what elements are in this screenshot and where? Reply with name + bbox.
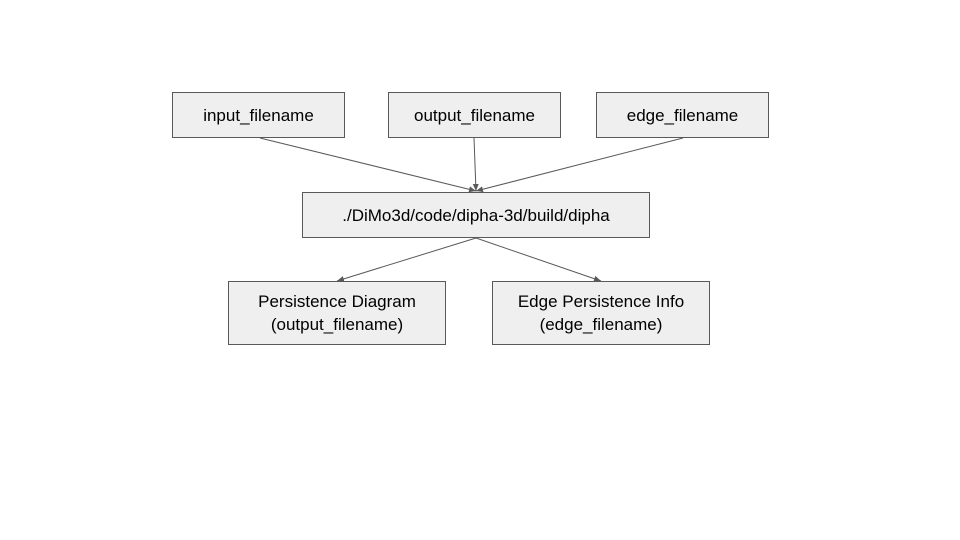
edge-arrow-input-to-dipha xyxy=(259,137,477,193)
dipha-executable-node: ./DiMo3d/code/dipha-3d/build/dipha xyxy=(302,192,650,238)
edge-arrow-dipha-to-edge-persistence-info xyxy=(475,237,602,282)
persistence-diagram-filename: (output_filename) xyxy=(270,315,404,334)
edge-arrow-edge-to-dipha xyxy=(475,137,684,193)
persistence-diagram-node: Persistence Diagram (output_filename) xyxy=(228,281,446,345)
edge-persistence-info-filename: (edge_filename) xyxy=(539,315,663,334)
edge-arrow-dipha-to-persistence-diagram xyxy=(336,237,477,282)
persistence-diagram-title: Persistence Diagram xyxy=(258,292,416,311)
dipha-executable-label: ./DiMo3d/code/dipha-3d/build/dipha xyxy=(342,205,610,225)
edge-arrow-output-to-dipha xyxy=(472,137,479,192)
edge-filename-label: edge_filename xyxy=(626,105,739,125)
output-filename-label: output_filename xyxy=(414,105,535,125)
edge-persistence-info-title: Edge Persistence Info xyxy=(517,292,685,311)
output-filename-node: output_filename xyxy=(388,92,561,138)
input-filename-node: input_filename xyxy=(172,92,345,138)
input-filename-label: input_filename xyxy=(203,105,314,125)
edge-persistence-info-node: Edge Persistence Info (edge_filename) xyxy=(492,281,710,345)
edge-filename-node: edge_filename xyxy=(596,92,769,138)
